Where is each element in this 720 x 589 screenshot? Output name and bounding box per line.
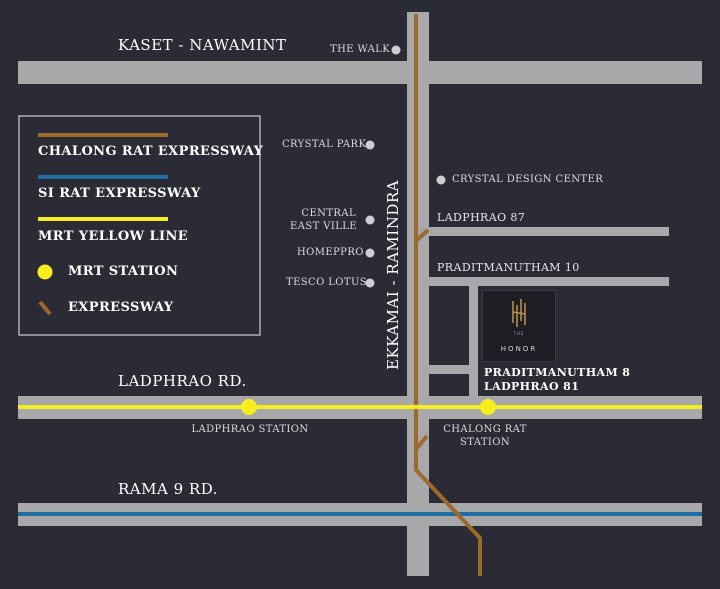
poi-dot-central-east-ville	[365, 215, 375, 225]
label-chalong-rat-line1: CHALONG RAT	[443, 424, 527, 435]
mrt-station-ladphrao-dot	[241, 399, 257, 415]
poi-dot-the-walk	[391, 45, 401, 55]
poi-dot-tesco-lotus	[365, 278, 375, 288]
label-crystal-park: CRYSTAL PARK	[282, 139, 367, 150]
label-ladphrao-rd: LADPHRAO RD.	[118, 372, 247, 390]
label-chalong-rat-line2: STATION	[459, 437, 511, 448]
label-tesco-lotus: TESCO LOTUS	[286, 277, 368, 288]
label-kaset-nawamint: KASET - NAWAMINT	[118, 36, 287, 54]
legend-symbol-mrt-station	[37, 264, 53, 280]
the-honor-project-box: THE HONOR	[482, 290, 556, 362]
label-rama9-rd: RAMA 9 RD.	[118, 480, 218, 498]
label-crystal-design-center: CRYSTAL DESIGN CENTER	[452, 174, 604, 185]
legend-label-mrt-station: MRT STATION	[68, 264, 179, 279]
road-kaset-nawamint	[18, 61, 702, 84]
poi-dot-crystal-design-center	[436, 175, 446, 185]
chalong-rat-expressway-line	[414, 14, 482, 576]
legend-label-chalong-rat: CHALONG RAT EXPRESSWAY	[38, 144, 264, 159]
legend-label-si-rat: SI RAT EXPRESSWAY	[38, 186, 201, 201]
legend-symbol-expressway	[38, 300, 52, 316]
si-rat-expressway-line	[18, 512, 702, 516]
mrt-yellow-line	[18, 405, 702, 409]
road-praditmanutham-10	[429, 277, 669, 286]
label-ladphrao-87: LADPHRAO 87	[437, 211, 526, 224]
expressway-ramp-2	[415, 434, 429, 450]
road-praditmanutham-8	[429, 365, 469, 374]
legend-frame	[18, 115, 261, 336]
label-central-line1: CENTRAL	[301, 208, 356, 219]
label-praditmanutham-8: PRADITMANUTHAM 8	[484, 366, 631, 379]
legend-symbol-si-rat	[38, 175, 168, 179]
label-praditmanutham-10: PRADITMANUTHAM 10	[437, 261, 580, 274]
the-honor-small-text: THE	[513, 331, 525, 336]
label-ladphrao-station: LADPHRAO STATION	[191, 424, 309, 435]
label-homepro: HOMEPPRO	[297, 247, 364, 258]
label-ladphrao-81: LADPHRAO 81	[484, 380, 580, 393]
road-ladphrao-87	[429, 227, 669, 236]
the-honor-name: HONOR	[500, 345, 538, 353]
expressway-ramp-1	[415, 228, 430, 242]
label-ekkamai-ramindra: EKKAMAI - RAMINDRA	[384, 180, 402, 370]
legend-symbol-chalong-rat	[38, 133, 168, 137]
poi-dot-homepro	[365, 248, 375, 258]
the-honor-logo-icon	[512, 299, 526, 327]
road-soi-vertical	[469, 286, 478, 396]
label-the-walk: THE WALK	[330, 44, 391, 55]
mrt-station-chalong-rat-dot	[480, 399, 496, 415]
legend-symbol-mrt-line	[38, 217, 168, 221]
legend-label-mrt-line: MRT YELLOW LINE	[38, 229, 189, 244]
poi-dots	[365, 45, 446, 288]
poi-dot-crystal-park	[365, 140, 375, 150]
label-central-line2: EAST VILLE	[290, 221, 357, 232]
legend-label-expressway: EXPRESSWAY	[68, 300, 174, 315]
legend	[18, 115, 261, 336]
